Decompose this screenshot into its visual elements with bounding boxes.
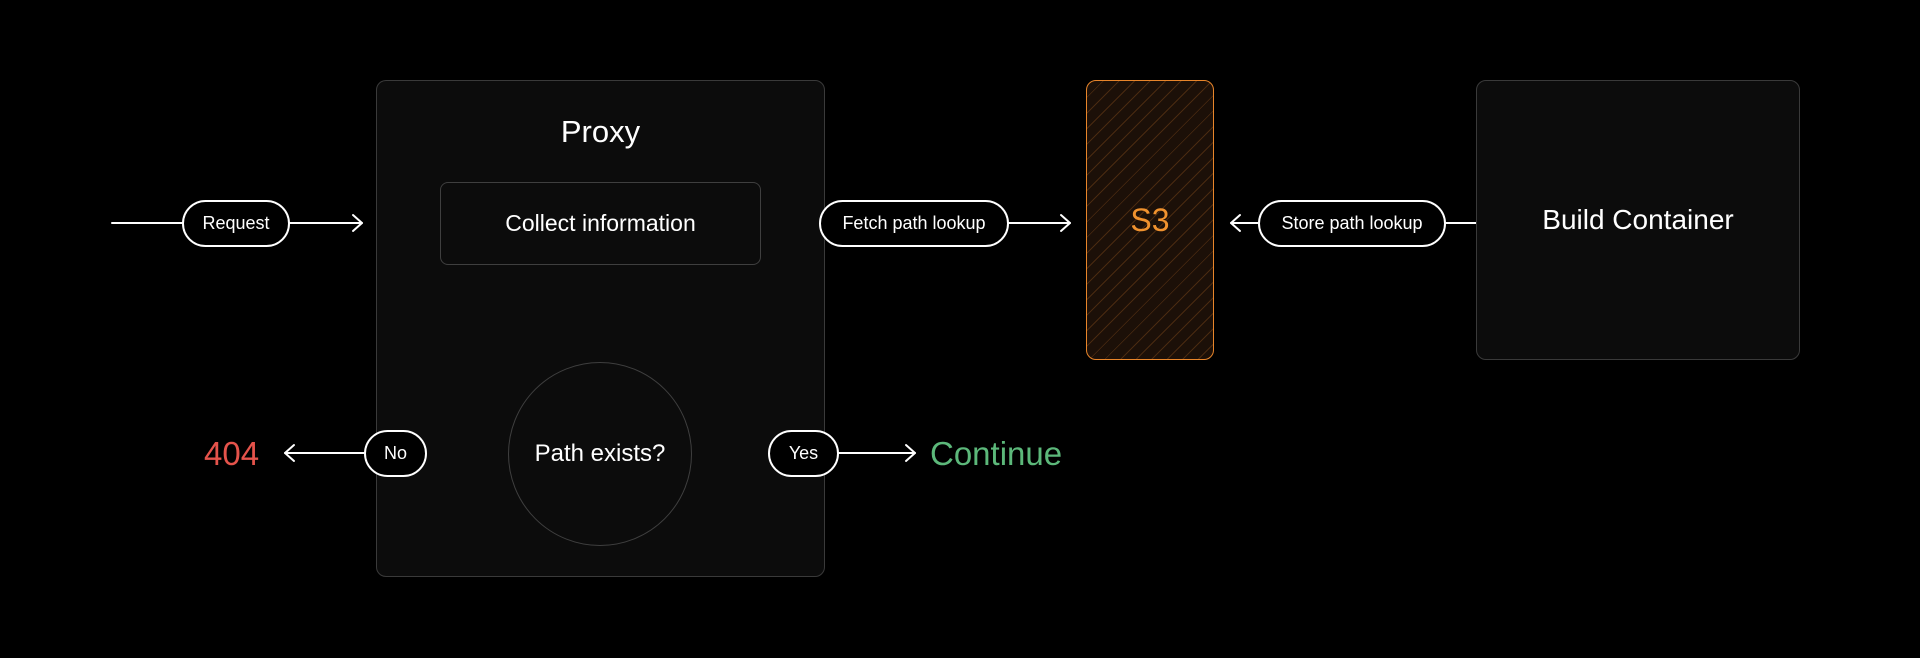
collect-information-node: Collect information (440, 182, 761, 265)
path-exists-label: Path exists? (534, 440, 666, 467)
s3-storage-node: S3 (1086, 80, 1214, 360)
s3-label: S3 (1130, 201, 1170, 238)
yes-label: Yes (788, 443, 819, 463)
no-edge-label: No (364, 430, 427, 477)
build-container-label: Build Container (1542, 204, 1734, 235)
no-label: No (383, 443, 407, 463)
fetch-label: Fetch path lookup (842, 213, 986, 233)
fetch-edge-label: Fetch path lookup (819, 200, 1009, 247)
path-exists-decision-node: Path exists? (508, 362, 692, 546)
store-label: Store path lookup (1281, 213, 1423, 233)
store-edge-label: Store path lookup (1258, 200, 1446, 247)
proxy-title: Proxy (560, 114, 641, 149)
no-arrowhead (284, 444, 295, 462)
collect-information-label: Collect information (505, 210, 696, 236)
fetch-arrowhead (1060, 214, 1071, 232)
continue-outcome: Continue (930, 434, 1063, 472)
yes-arrowhead (905, 444, 916, 462)
request-arrowhead (352, 214, 363, 232)
store-arrowhead (1230, 214, 1241, 232)
request-edge-label: Request (182, 200, 290, 247)
yes-edge-label: Yes (768, 430, 839, 477)
not-found-outcome: 404 (204, 434, 260, 472)
request-label: Request (202, 213, 270, 233)
build-container-node: Build Container (1476, 80, 1800, 360)
